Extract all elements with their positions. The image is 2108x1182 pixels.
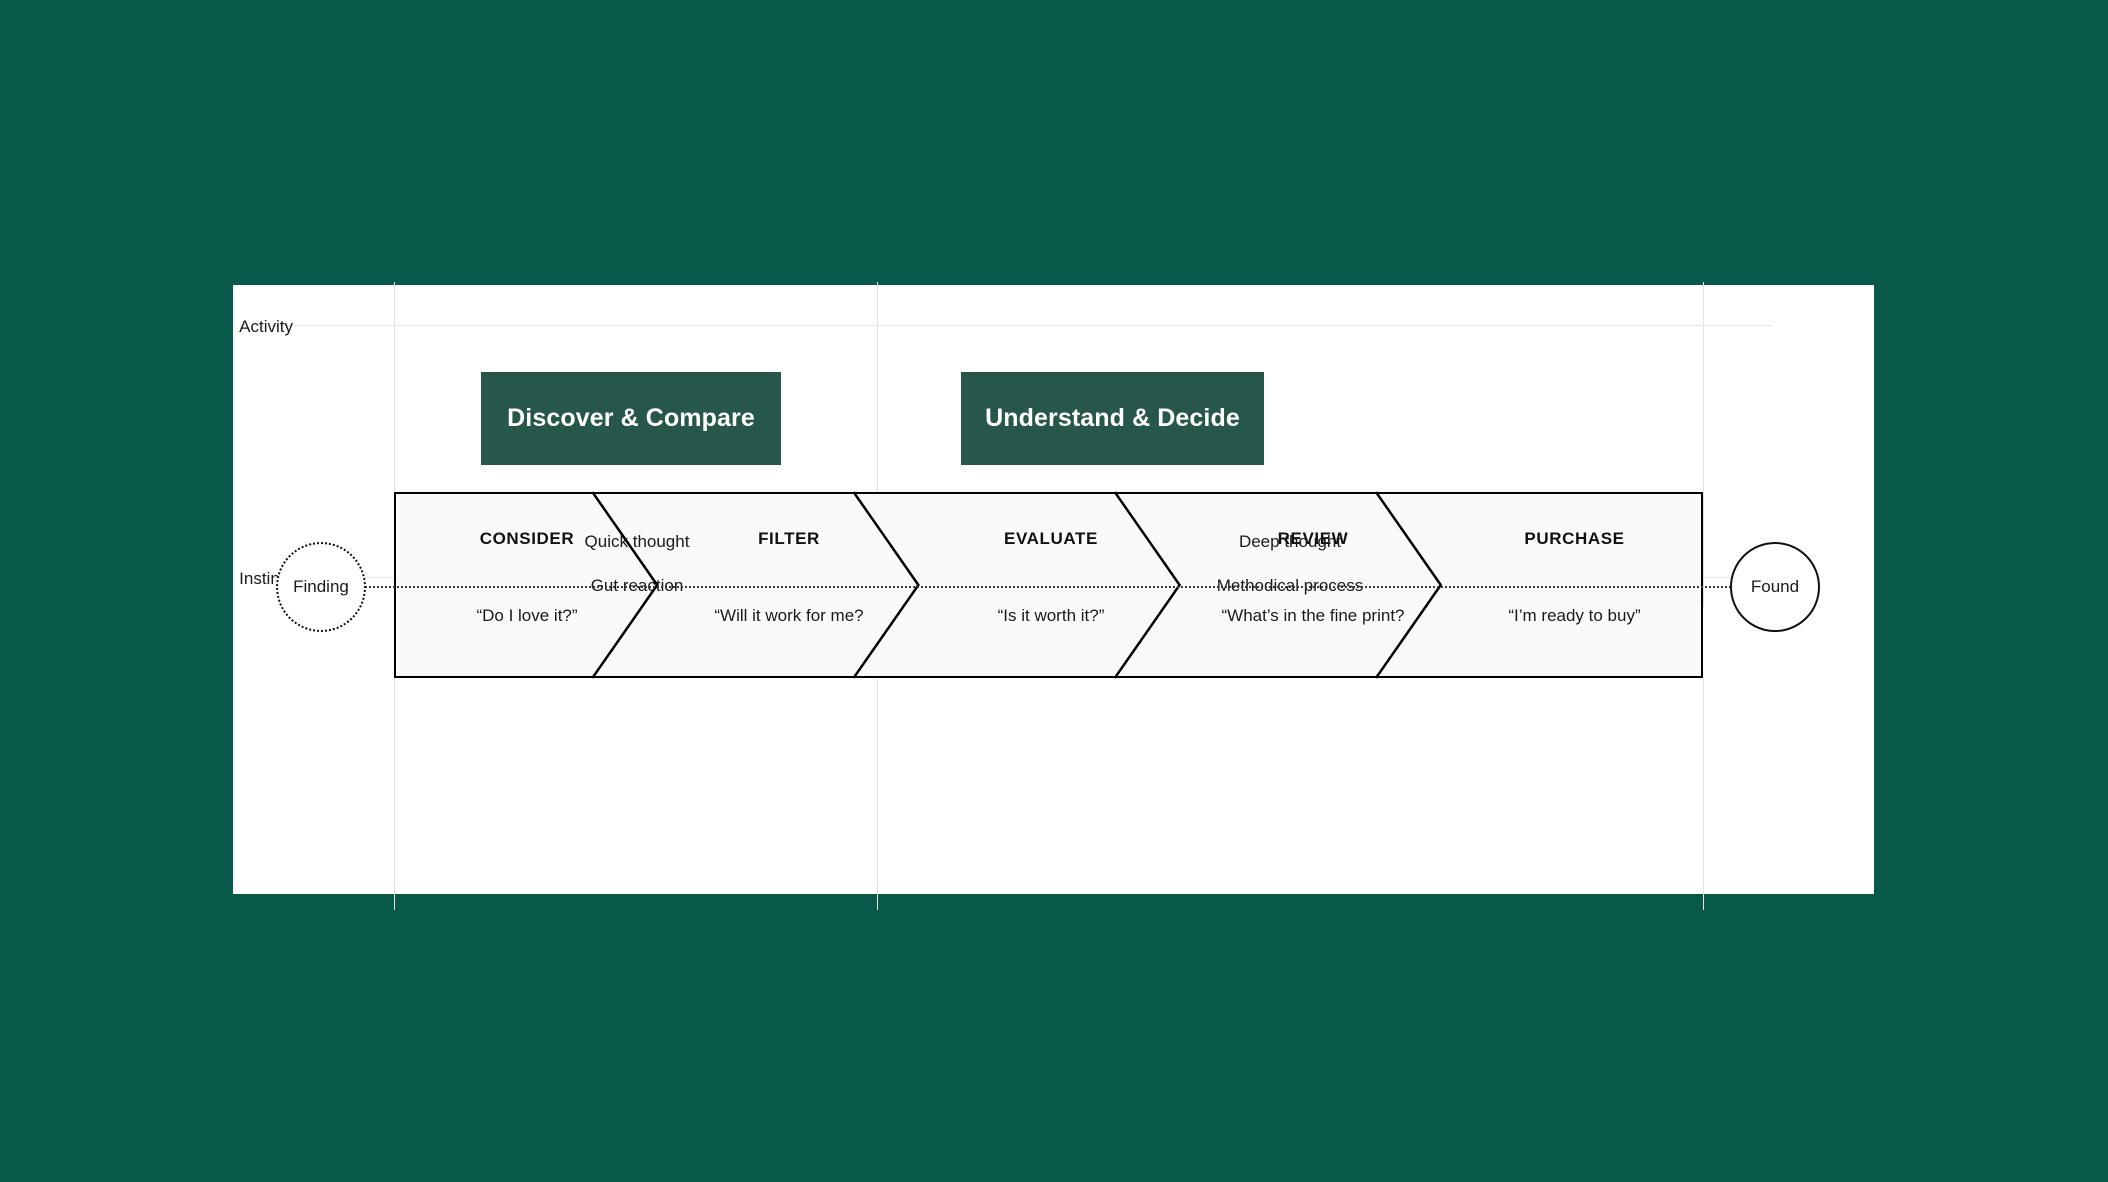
row-label-activity: Activity (239, 317, 293, 336)
stage-title: FILTER (758, 529, 820, 548)
stage-quote: “Do I love it?” (476, 606, 578, 625)
node-label: Finding (293, 577, 349, 596)
gridline-mid-2 (877, 678, 878, 910)
activity-box-understand-decide[interactable]: Understand & Decide (961, 372, 1264, 465)
gridline-mid (877, 282, 878, 607)
stage-purchase[interactable]: PURCHASE “I’m ready to buy” (1444, 494, 1705, 676)
stage-quote: “Will it work for me? (714, 606, 864, 625)
node-label: Found (1750, 577, 1800, 596)
stage-quote: “What’s in the fine print? (1221, 606, 1405, 625)
stage-filter[interactable]: FILTER “Will it work for me? (658, 494, 920, 676)
stage-quote: “Is it worth it?” (997, 606, 1105, 625)
node-finding[interactable]: Finding (276, 542, 366, 632)
stage-title: PURCHASE (1524, 529, 1625, 548)
instinct-lower-left: Gut reaction (590, 576, 684, 595)
activity-box-discover-compare[interactable]: Discover & Compare (481, 372, 781, 465)
stage-review[interactable]: REVIEW “What’s in the fine print? (1182, 494, 1444, 676)
instinct-upper-right: Deep thought (1238, 532, 1342, 551)
activity-rule (271, 325, 1771, 326)
activity-box-label: Discover & Compare (507, 404, 755, 432)
activity-box-label: Understand & Decide (985, 404, 1240, 432)
chevron-dividers (591, 491, 1443, 679)
gridline-right-2 (1703, 678, 1704, 910)
instinct-lower-right: Methodical process (1216, 576, 1364, 595)
gridline-left-2 (394, 678, 395, 910)
stage-title: CONSIDER (479, 529, 575, 548)
diagram-card: Activity Instinct Discover & Compare Und… (233, 282, 1874, 910)
stage-quote: “I’m ready to buy” (1508, 606, 1641, 625)
journey-connector-line (318, 586, 1738, 588)
stage-evaluate[interactable]: EVALUATE “Is it worth it?” (920, 494, 1182, 676)
stage-consider[interactable]: CONSIDER “Do I love it?” (396, 494, 658, 676)
gridline-right (1703, 282, 1704, 607)
gridline-left (394, 282, 395, 607)
stage-title: REVIEW (1277, 529, 1349, 548)
journey-stage-band: CONSIDER “Do I love it?” FILTER “Will it… (394, 491, 1705, 679)
instinct-upper-left: Quick thought (584, 532, 690, 551)
node-found[interactable]: Found (1730, 542, 1820, 632)
stage-title: EVALUATE (1004, 529, 1098, 548)
